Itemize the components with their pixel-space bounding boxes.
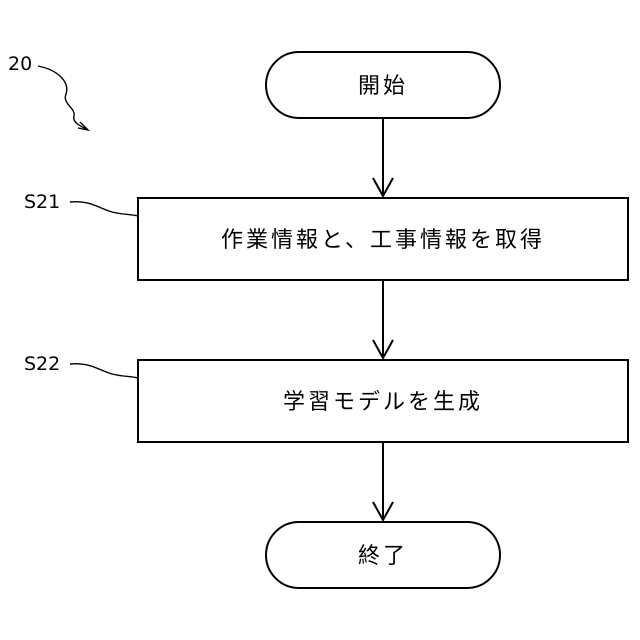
- step-ref-s21: S21: [24, 191, 60, 213]
- step-ref-s22: S22: [24, 353, 60, 375]
- arrow-s22-to-end: [373, 442, 393, 520]
- process-step-s22: 学習モデルを生成: [138, 360, 628, 442]
- step-ref-s22-leader: [70, 364, 138, 378]
- step-ref-s21-leader: [70, 202, 138, 216]
- process-step-s21-label: 作業情報と、工事情報を取得: [221, 228, 545, 253]
- start-terminator: 開始: [266, 52, 500, 118]
- arrow-start-to-s21: [373, 118, 393, 196]
- start-label: 開始: [358, 74, 408, 99]
- figure-ref-number: 20: [8, 53, 32, 75]
- end-label: 終了: [358, 544, 408, 569]
- process-step-s22-label: 学習モデルを生成: [283, 390, 483, 415]
- process-step-s21: 作業情報と、工事情報を取得: [138, 198, 628, 280]
- figure-ref-leader: [38, 66, 88, 130]
- end-terminator: 終了: [266, 522, 500, 588]
- arrow-s21-to-s22: [373, 280, 393, 358]
